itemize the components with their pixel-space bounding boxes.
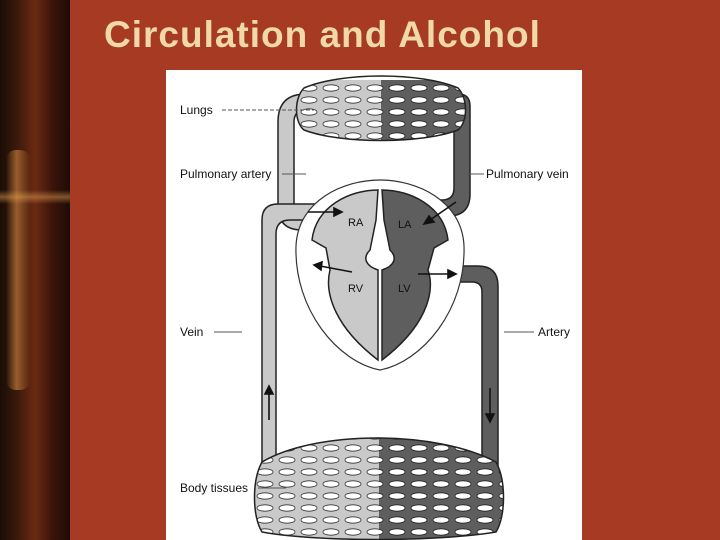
left-heart	[381, 189, 449, 362]
heart-outline	[295, 179, 465, 371]
decorative-side-strip	[0, 0, 70, 540]
label-body-tissues: Body tissues	[180, 481, 248, 495]
flow-arrows	[263, 201, 496, 424]
circulation-diagram: RA LA RV LV Lungs Pulmonary artery Pulmo…	[166, 70, 582, 540]
label-pulmonary-artery: Pulmonary artery	[180, 167, 271, 181]
chamber-label-lv: LV	[398, 283, 411, 295]
body-tissues-capillary-bed	[253, 437, 505, 540]
slide-title: Circulation and Alcohol	[104, 14, 541, 55]
glass-rim	[0, 190, 70, 204]
lungs-capillary-bed	[295, 75, 467, 142]
label-artery: Artery	[538, 325, 570, 339]
chamber-label-la: LA	[398, 219, 412, 231]
label-vein: Vein	[180, 325, 203, 339]
leader-lines	[214, 109, 534, 489]
label-lungs: Lungs	[180, 103, 213, 117]
label-pulmonary-vein: Pulmonary vein	[486, 167, 569, 181]
chamber-label-ra: RA	[348, 217, 364, 229]
right-heart	[311, 189, 379, 362]
glass-highlight	[6, 150, 30, 390]
chamber-label-rv: RV	[348, 283, 364, 295]
